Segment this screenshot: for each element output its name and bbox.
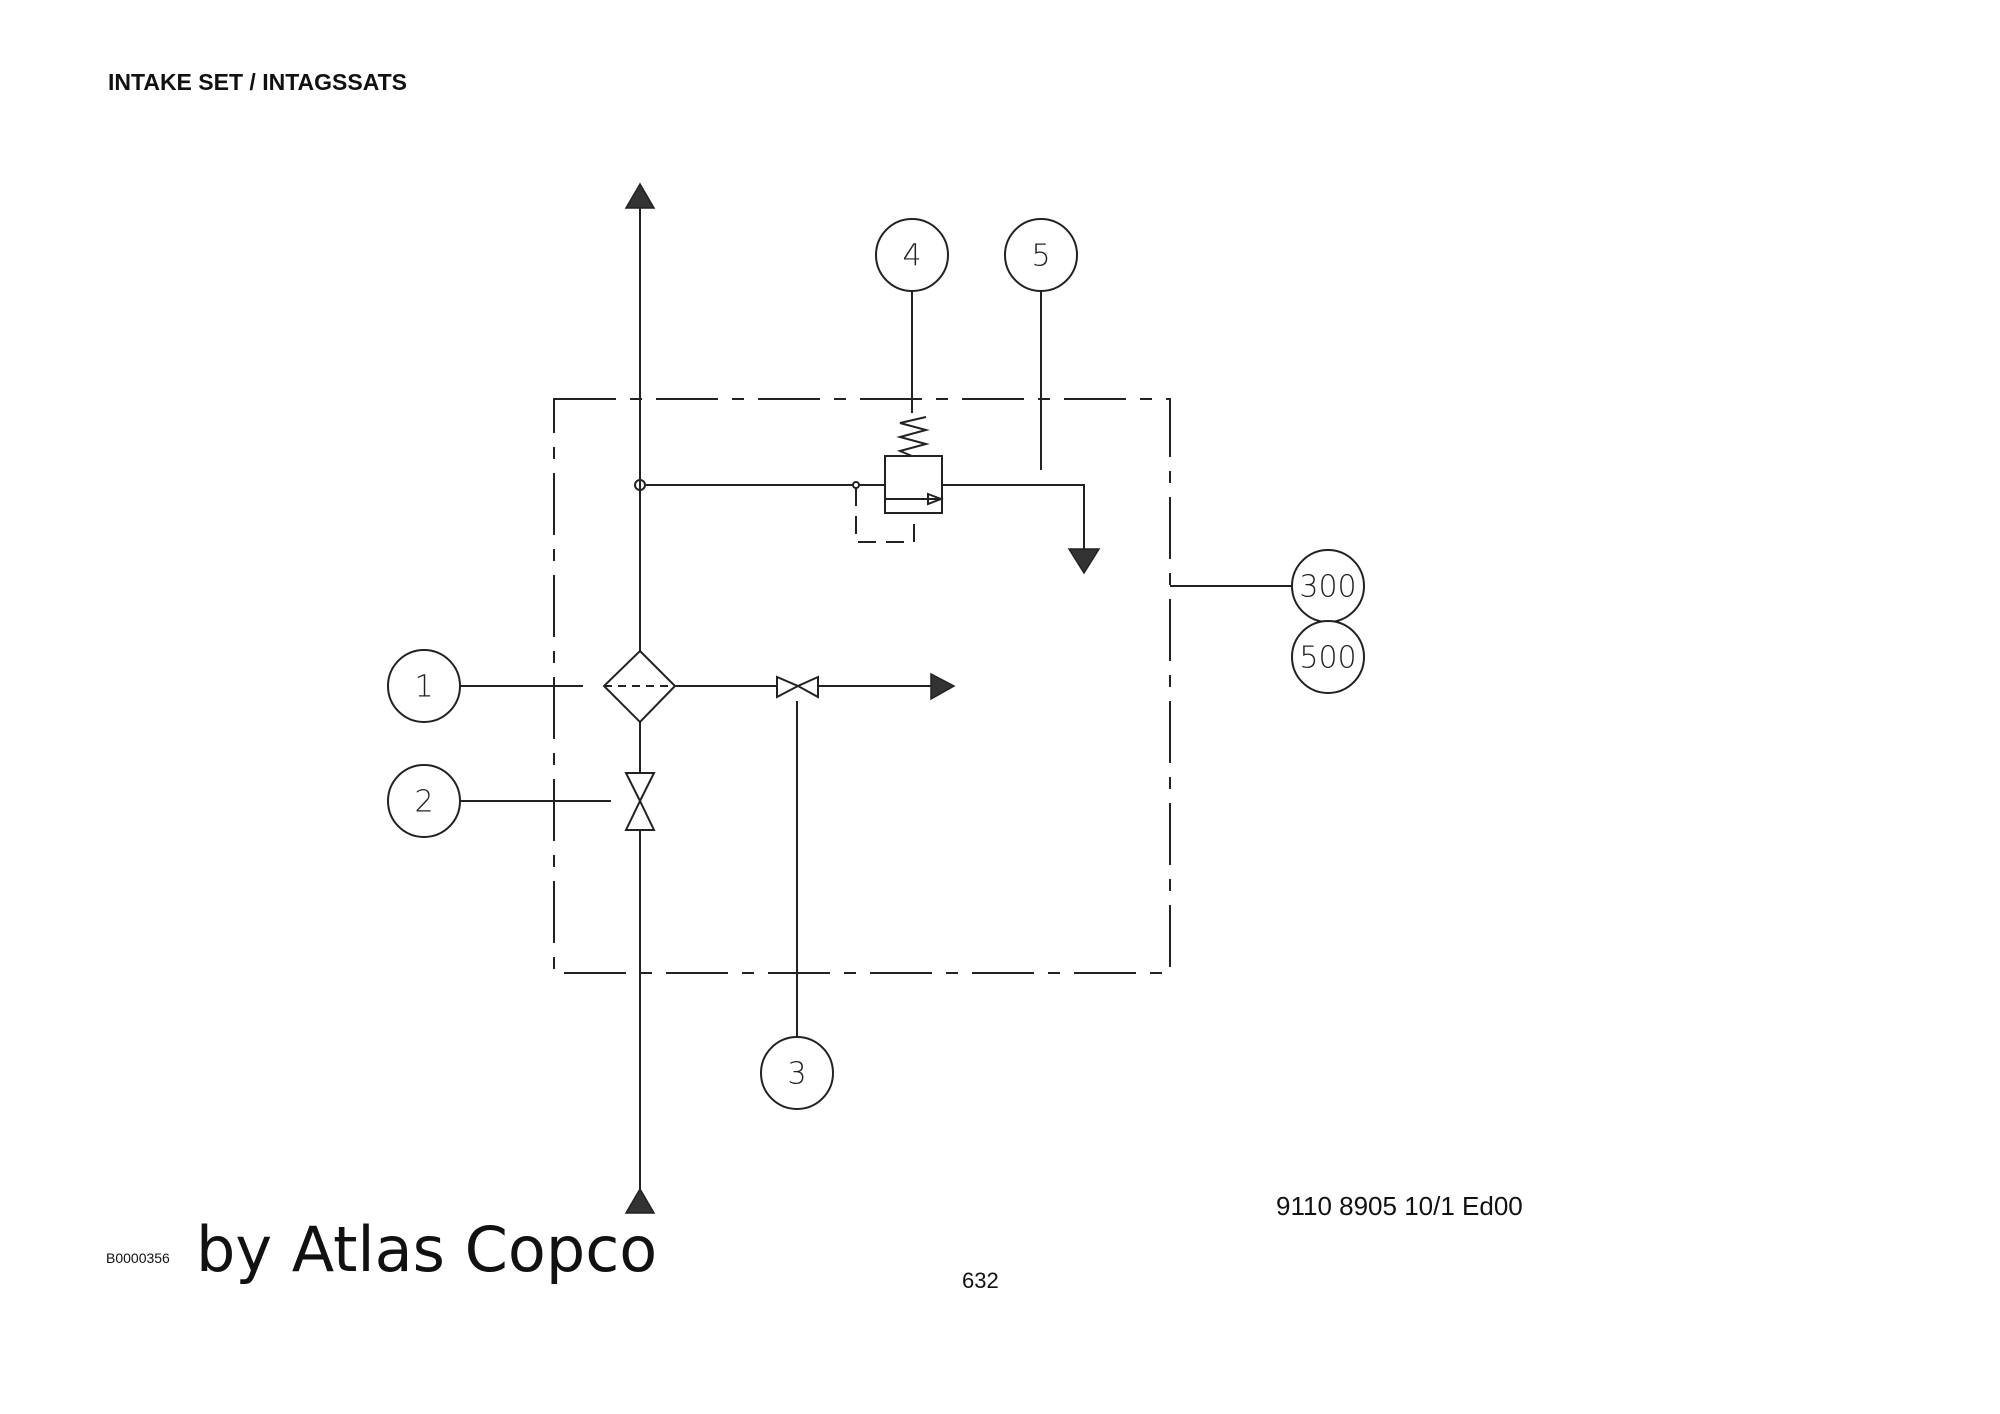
svg-text:500: 500 (1299, 641, 1356, 676)
svg-text:5: 5 (1031, 239, 1050, 274)
drawing-id: B0000356 (106, 1250, 170, 1266)
balloon-5: 5 (1004, 218, 1078, 292)
document-number: 9110 8905 10/1 Ed00 (1276, 1191, 1523, 1221)
svg-text:3: 3 (787, 1057, 806, 1092)
outlet-arrow-icon (930, 672, 956, 701)
svg-text:1: 1 (414, 670, 433, 705)
balloon-500: 500 (1291, 620, 1365, 694)
shutoff-valve-vertical-icon (624, 772, 656, 831)
balloon-2: 2 (387, 764, 461, 838)
top-port-arrow-icon (624, 182, 656, 209)
relief-valve-icon (884, 416, 944, 514)
exhaust-arrow-icon (1067, 548, 1101, 575)
bottom-port-arrow-icon (624, 1187, 656, 1214)
pilot-drain-line (855, 488, 915, 543)
balloon-4: 4 (875, 218, 949, 292)
shutoff-valve-horizontal-icon (776, 675, 819, 699)
balloon-300: 300 (1291, 549, 1365, 623)
svg-text:4: 4 (902, 239, 921, 274)
balloon-3: 3 (760, 1036, 834, 1110)
page-number: 632 (962, 1268, 999, 1293)
page-title: INTAKE SET / INTAGSSATS (108, 69, 408, 95)
svg-text:300: 300 (1299, 570, 1356, 605)
svg-text:2: 2 (414, 785, 433, 820)
filter-symbol-icon (602, 649, 677, 724)
watermark-text: by Atlas Copco (196, 1213, 658, 1286)
balloon-1: 1 (387, 649, 461, 723)
